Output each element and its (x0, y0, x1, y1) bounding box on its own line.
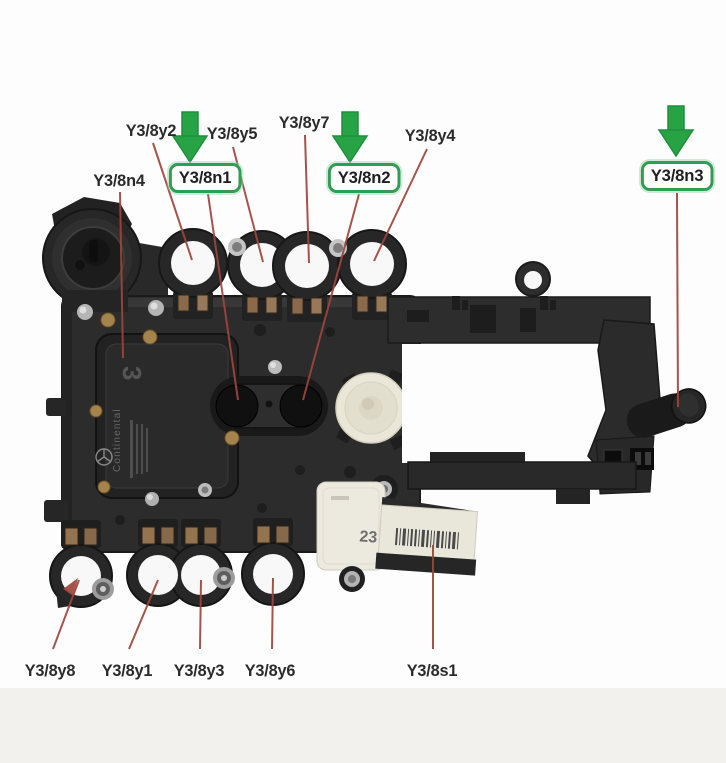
mercedes-star-icon (95, 448, 113, 466)
solenoid-ring-top-1 (158, 228, 228, 319)
label-box-y3-8n2: Y3/8n2 (327, 163, 401, 193)
connector-block: 23 (316, 475, 479, 592)
background-band (0, 688, 726, 763)
down-arrow-icon (171, 111, 209, 164)
barcode (394, 527, 460, 550)
control-module: 3 Continental (95, 333, 239, 499)
speed-sensor-n3 (626, 388, 707, 438)
label-y3-8y5: Y3/8y5 (206, 124, 258, 143)
label-y3-8n4: Y3/8n4 (93, 171, 145, 190)
label-y3-8y6: Y3/8y6 (244, 661, 296, 680)
label-box-y3-8n1: Y3/8n1 (168, 163, 242, 193)
label-y3-8s1: Y3/8s1 (406, 661, 458, 680)
center-port-oval (210, 376, 328, 436)
module-fine-print (130, 420, 148, 478)
down-arrow-icon (331, 111, 369, 164)
label-y3-8y2: Y3/8y2 (125, 121, 177, 140)
arrows (171, 105, 695, 164)
top-solenoid-ring-row (158, 228, 407, 322)
eyelets-bottom (92, 567, 235, 600)
rotor-wheel (335, 369, 412, 450)
label-y3-8y8: Y3/8y8 (24, 661, 76, 680)
connector-number: 23 (359, 528, 378, 546)
label-y3-8y1: Y3/8y1 (101, 661, 153, 680)
module-number: 3 (117, 366, 147, 380)
label-y3-8y7: Y3/8y7 (278, 113, 330, 132)
down-arrow-icon (657, 105, 695, 158)
fasteners (77, 300, 282, 506)
bracket-opening (402, 344, 603, 463)
label-box-y3-8n3: Y3/8n3 (640, 161, 714, 191)
leader-lines (52, 134, 679, 650)
solenoid-ring-top-3 (272, 231, 342, 322)
label-y3-8y3: Y3/8y3 (173, 661, 225, 680)
solenoid-ring-top-4 (337, 229, 407, 320)
cable-connector (42, 197, 142, 312)
contact-pads (64, 525, 290, 546)
bottom-solenoid-ring-row (49, 518, 305, 608)
label-y3-8y4: Y3/8y4 (404, 126, 456, 145)
module-brand: Continental (112, 408, 123, 472)
